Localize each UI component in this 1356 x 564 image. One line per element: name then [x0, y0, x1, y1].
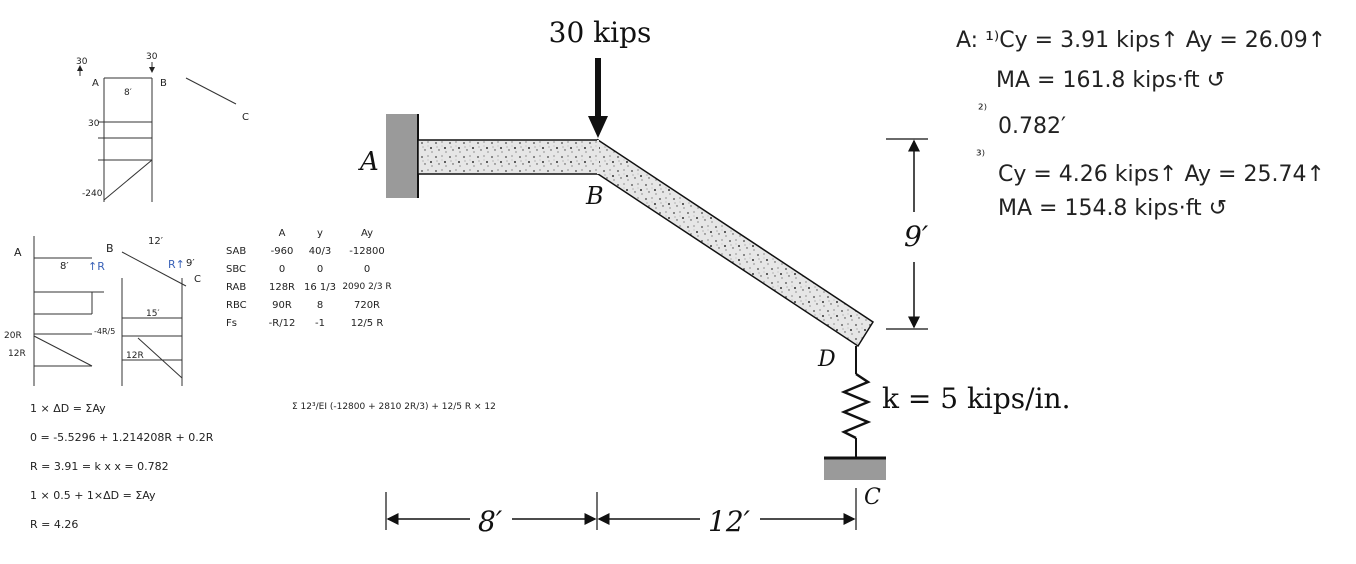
sketch-bottom-12r-b: 12R: [126, 351, 144, 361]
answer-part1-reactions: A: ¹⁾Cy = 3.91 kips↑ Ay = 26.09↑: [956, 28, 1327, 53]
sketch-bottom-len-15: 15′: [146, 309, 160, 319]
table-sum-line: Σ 12³/EI (-12800 + 2810 2R/3) + 12/5 R ×…: [292, 402, 496, 412]
sketch-bottom-point-a: A: [14, 246, 22, 259]
sketch-top-moment: -240: [82, 189, 103, 199]
beam-ab: [417, 139, 599, 175]
table-cell: 40/3: [308, 246, 332, 257]
spring: [840, 372, 872, 440]
table-cell: -960: [270, 246, 294, 257]
table-cell: 2090 2/3 R: [342, 282, 392, 292]
spring-constant-label: k = 5 kips/in.: [882, 382, 1070, 415]
sketch-top-point-c: C: [242, 112, 249, 123]
work-equations: 1 × ΔD = ΣAy 0 = -5.5296 + 1.214208R + 0…: [30, 402, 213, 547]
table-header-blank: [226, 228, 262, 239]
sketch-bottom-reaction-b: ↑R: [88, 260, 105, 273]
table-cell: SAB: [226, 246, 247, 257]
table-header-a: A: [278, 228, 286, 239]
work-line: 0 = -5.5296 + 1.214208R + 0.2R: [30, 431, 214, 444]
work-line: R = 4.26: [30, 518, 79, 531]
sketch-bottom-reaction-c: R↑: [168, 258, 185, 271]
table-cell: 16 1/3: [304, 282, 336, 293]
sketch-bottom-len-ab: 8′: [60, 261, 69, 272]
sketch-bottom-len-h: 9′: [186, 258, 195, 269]
sketch-top-point-b: B: [160, 78, 167, 89]
point-c-label: C: [864, 485, 881, 510]
sketch-bottom: [33, 236, 187, 386]
beam-bd: [597, 138, 875, 348]
answer-part3-number: ³⁾: [976, 148, 986, 164]
table-header-ay: Ay: [360, 228, 374, 239]
height-dimension: 9′: [904, 220, 929, 253]
point-d-label: D: [817, 347, 836, 372]
table-cell: 0: [278, 264, 286, 275]
table-cell: 128R: [268, 282, 296, 293]
sketch-bottom-point-b: B: [106, 242, 114, 255]
table-cell: -1: [315, 318, 325, 329]
table-cell: Fs: [226, 318, 237, 329]
span-12-dimension: 12′: [708, 505, 751, 538]
sketch-bottom-12r: 12R: [8, 349, 26, 359]
table-header-y: y: [317, 228, 323, 239]
table-cell: 720R: [353, 300, 381, 311]
answers-block: A: ¹⁾Cy = 3.91 kips↑ Ay = 26.09↑ MA = 16…: [956, 28, 1346, 230]
work-line: 1 × ΔD = ΣAy: [30, 402, 106, 415]
sketch-top-load-right: 30: [146, 52, 158, 62]
answer-part3-moment: MA = 154.8 kips·ft ↺: [998, 196, 1228, 221]
span-8-dimension: 8′: [478, 505, 503, 538]
sketch-top: [77, 62, 237, 202]
table-cell: RBC: [226, 300, 247, 311]
point-b-label: B: [585, 182, 604, 210]
answer-part1-moment: MA = 161.8 kips·ft ↺: [996, 68, 1226, 93]
table-cell: 90R: [272, 300, 292, 311]
sketch-bottom-neg: -4R/5: [94, 327, 115, 336]
fixed-support-wall: [386, 114, 418, 198]
sketch-top-length: 8′: [124, 88, 132, 98]
answer-part2-number: ²⁾: [978, 102, 988, 118]
sketch-bottom-point-c: C: [194, 274, 201, 285]
work-line: 1 × 0.5 + 1×ΔD = ΣAy: [30, 489, 156, 502]
sketch-top-shear: 30: [88, 119, 100, 129]
ground-support: [824, 458, 886, 480]
sketch-top-load-left: 30: [76, 57, 88, 67]
load-arrow-head: [588, 116, 608, 138]
sketch-bottom-len-bc: 12′: [148, 236, 164, 247]
table-cell: 0: [316, 264, 324, 275]
point-a-label: A: [358, 147, 379, 177]
table-cell: 12/5 R: [350, 318, 384, 329]
table-cell: RAB: [226, 282, 247, 293]
work-line: R = 3.91 = k x x = 0.782: [30, 460, 169, 473]
answer-part2-deflection: 0.782′: [998, 114, 1066, 139]
table-cell: -12800: [349, 246, 385, 257]
virtual-work-table: A y Ay SAB -960 40/3 -12800 SBC 0 0 0 RA…: [226, 228, 396, 329]
table-cell: 8: [316, 300, 324, 311]
load-label: 30 kips: [549, 16, 652, 49]
sketch-bottom-20r: 20R: [4, 331, 22, 341]
answer-part3-reactions: Cy = 4.26 kips↑ Ay = 25.74↑: [998, 162, 1325, 187]
table-cell: -R/12: [268, 318, 296, 329]
table-cell: 0: [363, 264, 371, 275]
table-cell: SBC: [226, 264, 247, 275]
sketch-top-point-a: A: [92, 78, 99, 89]
